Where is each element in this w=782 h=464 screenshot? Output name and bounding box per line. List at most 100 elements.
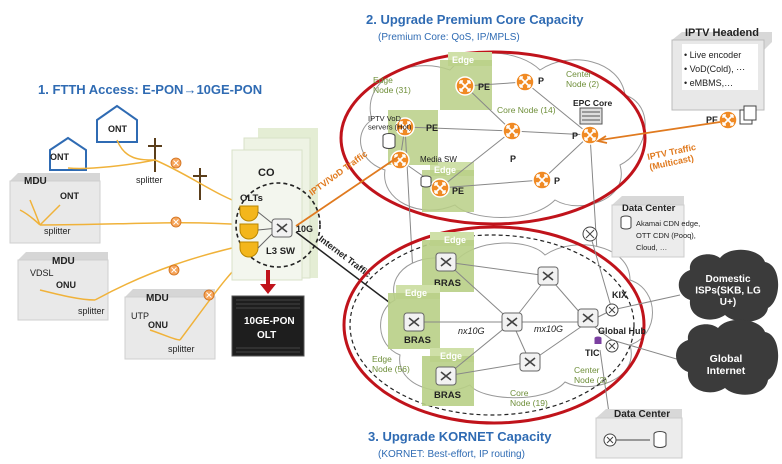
bras1-router-icon bbox=[435, 252, 457, 272]
dc-top-title: Data Center bbox=[622, 203, 676, 214]
pe2-label: PE bbox=[426, 123, 438, 133]
kornet-bras3-label: BRAS bbox=[434, 390, 461, 401]
svg-text:Akamai CDN edge,: Akamai CDN edge, bbox=[636, 219, 700, 228]
kornet-dashed-ring bbox=[349, 234, 635, 416]
mdu3-title: MDU bbox=[146, 293, 169, 304]
olt-chassis-label-2: OLT bbox=[257, 330, 276, 341]
premium-core-node-label: Core Node (14) bbox=[497, 105, 556, 115]
mx10g-label: mx10G bbox=[534, 324, 563, 334]
utility-pole-icon bbox=[148, 138, 207, 200]
iptv-traffic-label: IPTV Traffic(Multicast) bbox=[646, 142, 699, 172]
svg-text:• eMBMS,…: • eMBMS,… bbox=[684, 78, 733, 88]
ont2-label: ONT bbox=[50, 152, 70, 162]
kornet-ring bbox=[342, 225, 646, 425]
l3sw-label: L3 SW bbox=[266, 246, 295, 257]
ont1-label: ONT bbox=[108, 124, 128, 134]
kix-node-icon bbox=[605, 303, 619, 317]
kornet-core-top-router-icon bbox=[537, 266, 559, 286]
dc-bottom-db-icon bbox=[653, 431, 667, 448]
kornet-core-router-icon bbox=[501, 312, 523, 332]
ont-house-top bbox=[96, 104, 138, 143]
mdu2-onu-label: ONU bbox=[56, 280, 76, 290]
svg-text:Cloud, …: Cloud, … bbox=[636, 243, 667, 252]
dc-bottom-title: Data Center bbox=[614, 409, 670, 420]
ftth-title: 1. FTTH Access: E-PON→10GE-PON bbox=[38, 82, 262, 97]
bras2-router-icon bbox=[403, 312, 425, 332]
pe1-label: PE bbox=[478, 82, 490, 92]
iptv-pe-label: PE bbox=[706, 115, 718, 125]
access-node-mid-icon bbox=[170, 216, 182, 228]
premium-edge-bottom-label: Edge bbox=[434, 165, 456, 175]
mdu2-title: MDU bbox=[52, 256, 75, 267]
iptv-vod-server-icon bbox=[382, 133, 396, 149]
p-router-mid-icon bbox=[502, 121, 522, 141]
global-hub-node-icon bbox=[605, 339, 619, 353]
premium-subtitle: (Premium Core: QoS, IP/MPLS) bbox=[378, 32, 520, 43]
kornet-title: 3. Upgrade KORNET Capacity bbox=[368, 429, 552, 444]
co-title: CO bbox=[258, 167, 275, 179]
access-node-low-icon bbox=[168, 264, 180, 276]
dc-bottom-router-icon bbox=[603, 433, 617, 447]
kornet-edge1-label: Edge bbox=[444, 235, 466, 245]
mdu2-splitter-label: splitter bbox=[78, 306, 105, 316]
epc-core-label: EPC Core bbox=[573, 98, 612, 108]
co-10g-label: 10G bbox=[296, 224, 313, 234]
bras3-router-icon bbox=[435, 366, 457, 386]
nx10g-label: nx10G bbox=[458, 326, 485, 336]
kix-label: KIX bbox=[612, 290, 627, 300]
access-node-bottom-icon bbox=[203, 289, 215, 301]
domestic-isp-cloud bbox=[678, 249, 779, 322]
splitter-top-label: splitter bbox=[136, 175, 163, 185]
kornet-links bbox=[414, 233, 681, 421]
premium-server-small-icon bbox=[420, 175, 432, 188]
olt-chassis-label-1: 10GE-PON bbox=[244, 316, 295, 327]
olt-chassis bbox=[231, 295, 305, 357]
iptv-headend-title: IPTV Headend bbox=[685, 27, 759, 39]
internet-traffic-label: Internet Traffic bbox=[317, 234, 373, 280]
premium-title: 2. Upgrade Premium Core Capacity bbox=[366, 12, 584, 27]
iptv-headend-items: • Live encoder • VoD(Cold), ⋯ • eMBMS,… bbox=[684, 50, 745, 88]
kornet-edge2-label: Edge bbox=[405, 288, 427, 298]
kornet-bras1-label: BRAS bbox=[434, 278, 461, 289]
mdu1-ont-label: ONT bbox=[60, 191, 80, 201]
data-center-top bbox=[611, 196, 685, 258]
ont-house-left bbox=[49, 136, 87, 171]
co-dashed-circle bbox=[235, 182, 321, 268]
mdu3-utp-label: UTP bbox=[131, 311, 149, 321]
olt-icons bbox=[239, 205, 259, 258]
dc-top-router-icon bbox=[582, 226, 598, 242]
media-sw-label: Media SW bbox=[420, 155, 457, 164]
global-hub-label: Global Hub bbox=[598, 326, 646, 336]
p-router-top-icon bbox=[515, 72, 535, 92]
pe-router-bottom-icon bbox=[430, 178, 450, 198]
svg-text:• VoD(Cold), ⋯: • VoD(Cold), ⋯ bbox=[684, 64, 745, 74]
iptv-multicast-arrow bbox=[599, 121, 721, 141]
kornet-subtitle: (KORNET: Best-effort, IP routing) bbox=[378, 449, 525, 460]
kornet-core-bottom-router-icon bbox=[519, 352, 541, 372]
data-center-bottom bbox=[595, 409, 683, 459]
mdu3-onu-label: ONU bbox=[148, 320, 168, 330]
kornet-edge3-label: Edge bbox=[440, 351, 462, 361]
access-node-top-icon bbox=[170, 157, 182, 169]
svg-text:OTT CDN (Pooq),: OTT CDN (Pooq), bbox=[636, 231, 696, 240]
pe3-label: PE bbox=[452, 186, 464, 196]
epc-core-icon bbox=[579, 107, 603, 125]
tic-router-icon bbox=[577, 308, 599, 328]
kornet-bras2-label: BRAS bbox=[404, 335, 431, 346]
iptv-pe-router-icon bbox=[718, 110, 738, 130]
pe-router-top-icon bbox=[455, 76, 475, 96]
iptv-vod-arrow bbox=[295, 156, 399, 227]
p-bottom-label: P bbox=[554, 176, 560, 186]
mdu1-splitter-label: splitter bbox=[44, 226, 71, 236]
mdu2-vdsl-label: VDSL bbox=[30, 268, 54, 278]
iptv-server-stack-icon bbox=[739, 105, 757, 125]
p-right-label: P bbox=[572, 131, 578, 141]
